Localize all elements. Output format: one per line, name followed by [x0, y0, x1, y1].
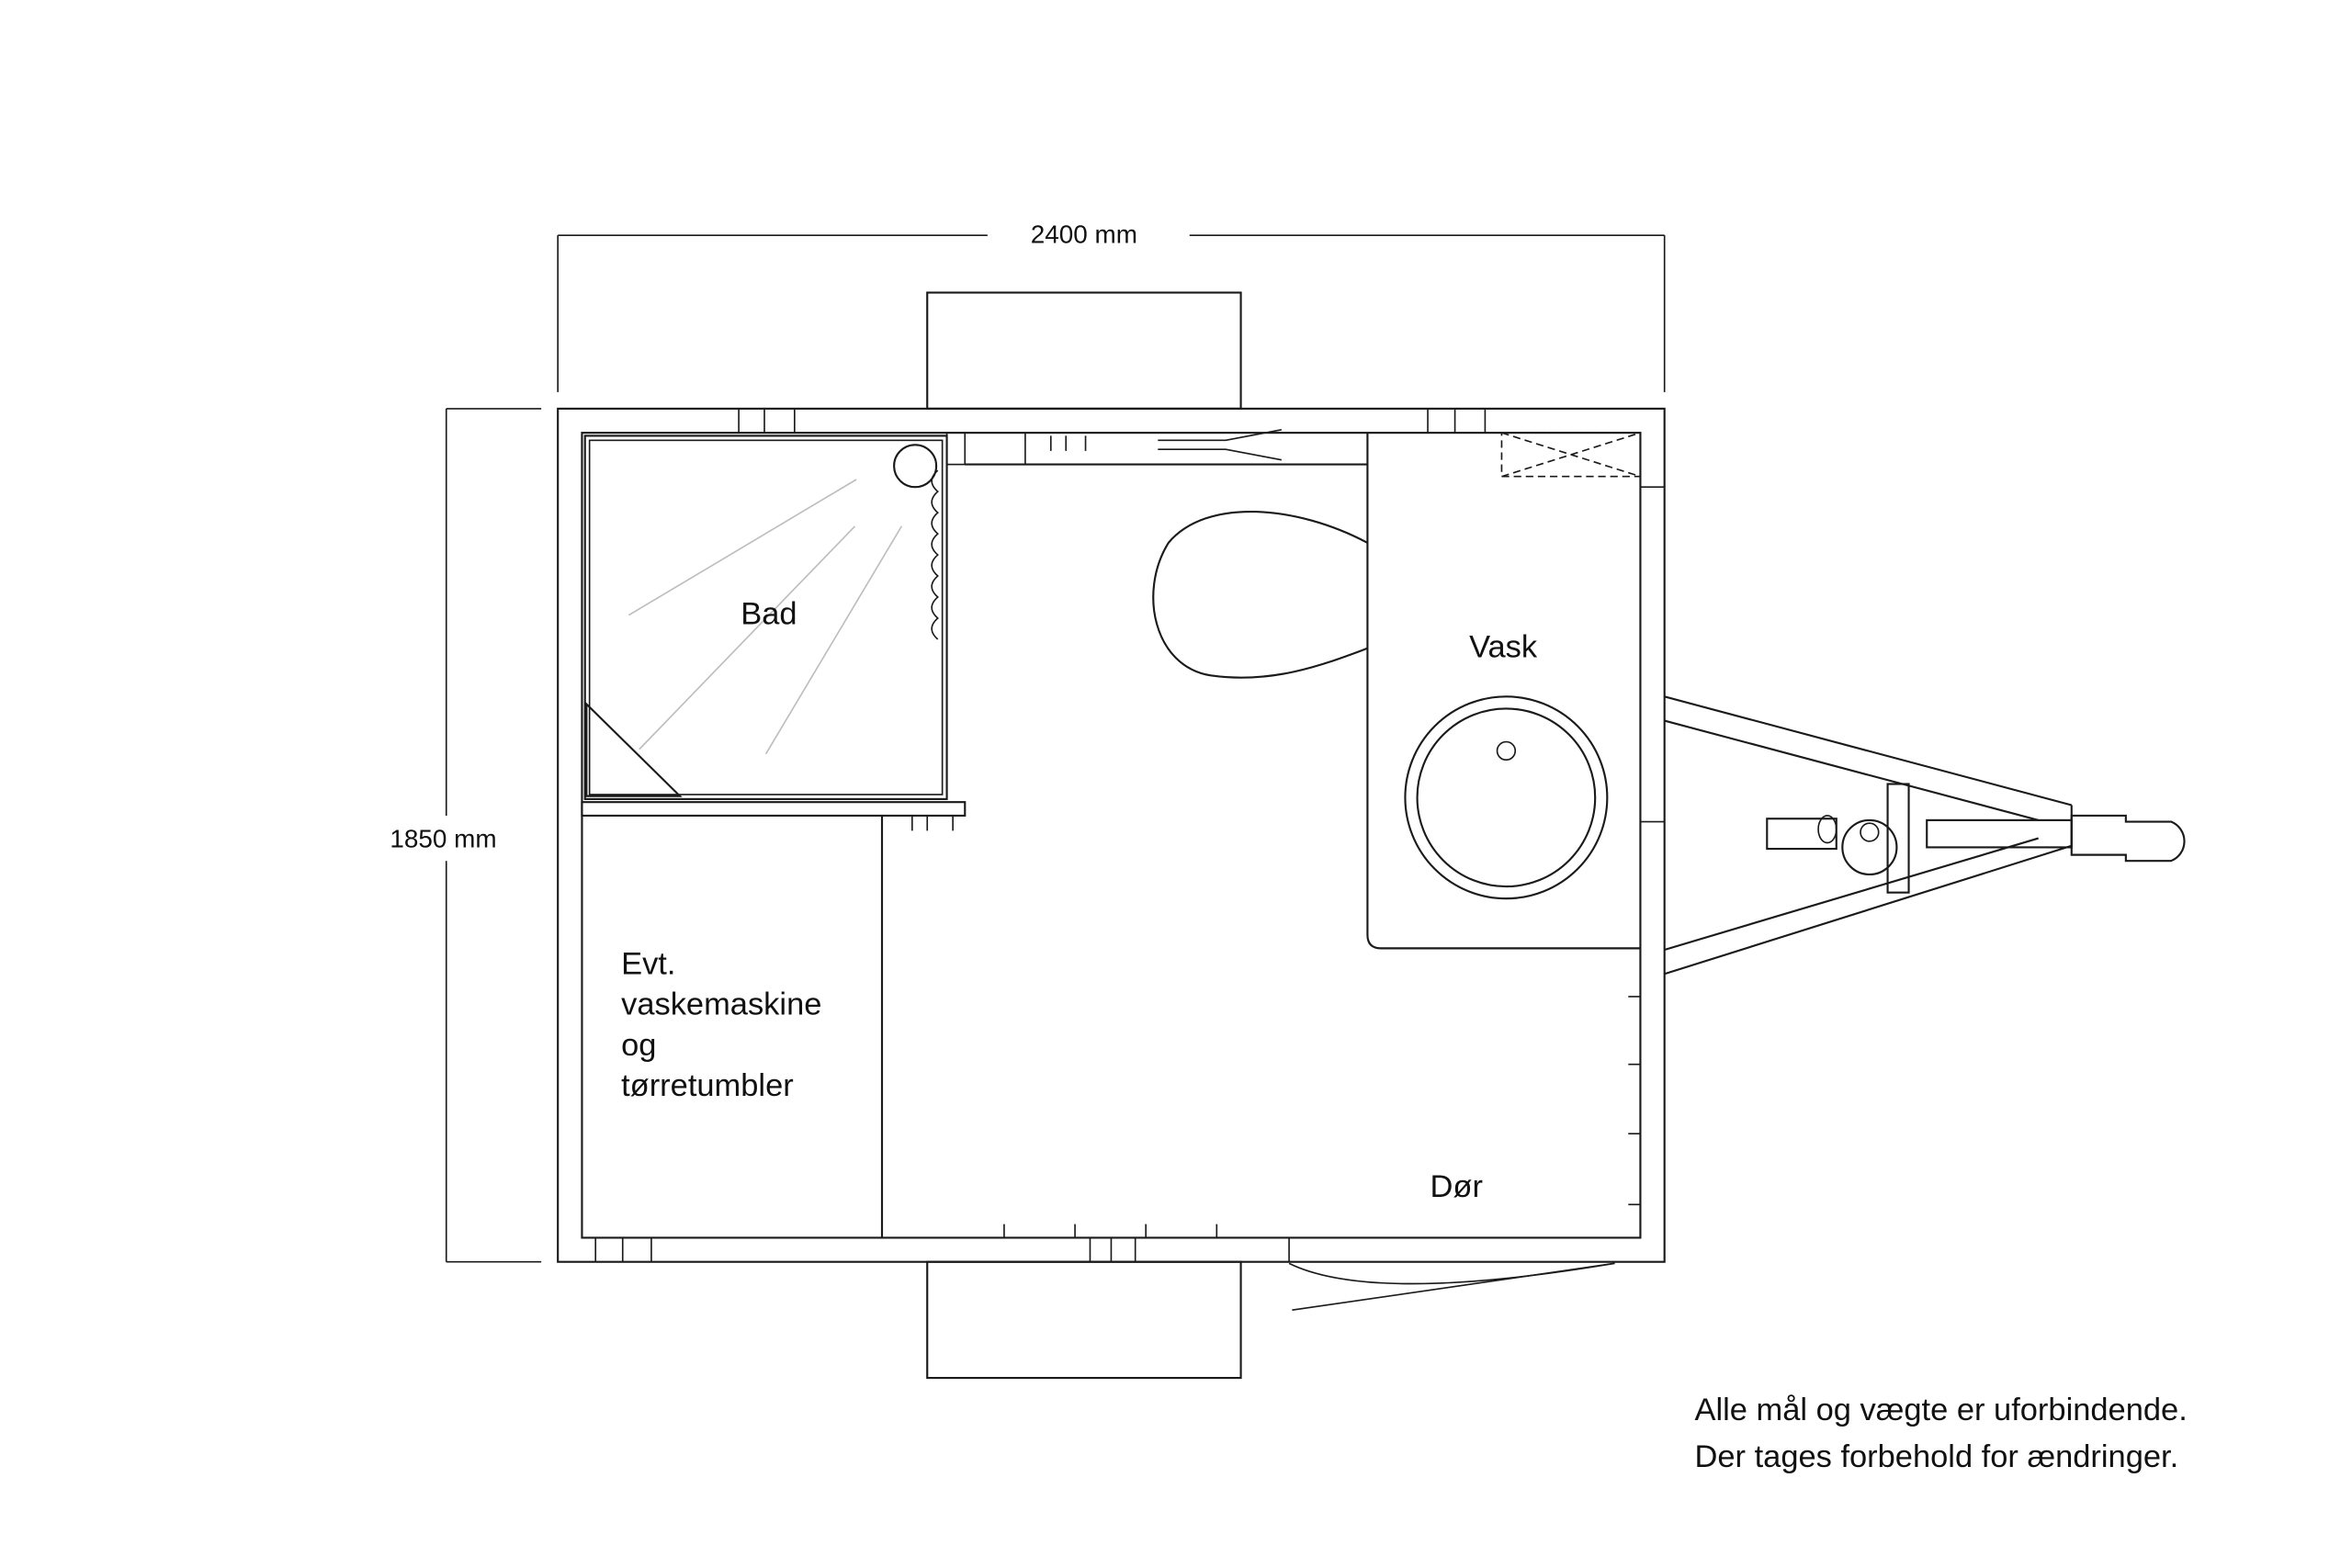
- towel-hook-icon: [1158, 429, 1283, 461]
- laundry-label-2: vaskemaskine: [621, 987, 821, 1022]
- jockey-wheel-icon: [1841, 818, 1898, 876]
- corner-seat: [585, 701, 683, 797]
- width-dimension: 2400 mm: [557, 220, 1666, 392]
- laundry-label-1: Evt.: [621, 946, 675, 981]
- toilet-icon: [1152, 511, 1368, 679]
- toilet-area: [965, 429, 1368, 679]
- width-label: 2400 mm: [1031, 220, 1137, 248]
- laundry-label-4: tørretumbler: [621, 1068, 794, 1103]
- laundry-area: Evt. vaskemaskine og tørretumbler: [621, 815, 884, 1238]
- cabinet-box: [1500, 432, 1642, 478]
- bathroom: Bad: [581, 432, 967, 831]
- depth-label: 1850 mm: [390, 824, 496, 852]
- top-fender: [926, 291, 1242, 410]
- disclaimer-line-2: Der tages forbehold for ændringer.: [1695, 1439, 2179, 1474]
- shower-curtain: [931, 469, 939, 640]
- trailer-drawbar: [1664, 695, 2186, 976]
- room-label-bath: Bad: [741, 597, 797, 632]
- outer-walls: [557, 291, 1666, 1380]
- bottom-fender: [926, 1260, 1242, 1380]
- room-label-door: Dør: [1430, 1169, 1483, 1204]
- door: Dør: [1003, 996, 1641, 1312]
- shower-head-icon: [893, 444, 938, 489]
- sink-basin-icon: [1404, 695, 1609, 900]
- sink-area: Vask: [1366, 432, 1642, 950]
- depth-dimension: 1850 mm: [390, 408, 542, 1263]
- coupling-head-icon: [2070, 814, 2186, 863]
- disclaimer-line-1: Alle mål og vægte er uforbindende.: [1695, 1393, 2188, 1427]
- room-label-sink: Vask: [1469, 630, 1538, 665]
- laundry-label-3: og: [621, 1028, 656, 1063]
